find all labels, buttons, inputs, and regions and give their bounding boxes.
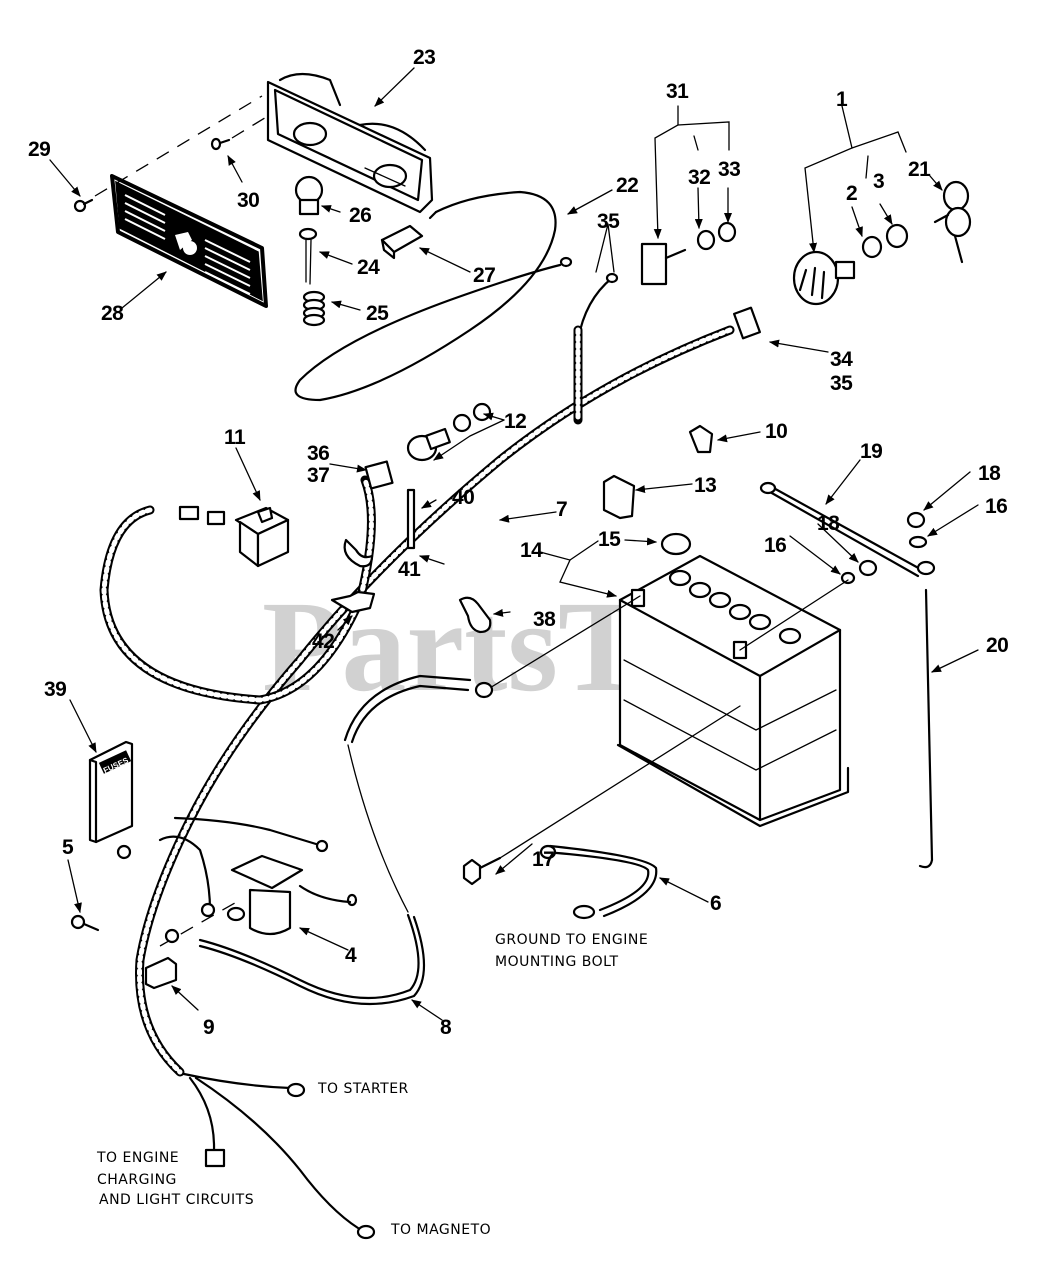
note-ground-line1: GROUND TO ENGINE xyxy=(495,932,648,948)
callout-8[interactable]: 8 xyxy=(440,1016,453,1039)
part-14-battery[interactable] xyxy=(616,554,850,828)
part-2-washer[interactable] xyxy=(861,235,883,259)
part-20-rod[interactable] xyxy=(918,588,934,869)
callout-40[interactable]: 40 xyxy=(452,486,475,509)
callout-41[interactable]: 41 xyxy=(398,558,422,581)
callout-12[interactable]: 12 xyxy=(504,410,527,433)
callout-18-right[interactable]: 18 xyxy=(978,462,1002,485)
callout-30[interactable]: 30 xyxy=(237,189,260,212)
part-27-connector[interactable] xyxy=(380,224,424,260)
callout-1[interactable]: 1 xyxy=(836,88,849,111)
part-36-37-connector[interactable] xyxy=(364,460,394,490)
note-ground-line2: MOUNTING BOLT xyxy=(495,954,619,970)
callout-37[interactable]: 37 xyxy=(307,464,330,487)
part-8-cable[interactable] xyxy=(198,674,494,1006)
callout-16-left[interactable]: 16 xyxy=(764,534,787,557)
part-18-nut-left[interactable] xyxy=(858,559,878,577)
callout-34[interactable]: 34 xyxy=(830,348,854,371)
part-15-cap[interactable] xyxy=(660,532,692,556)
note-to-magneto: TO MAGNETO xyxy=(390,1222,491,1238)
part-31-toggle-switch[interactable] xyxy=(640,242,687,286)
callout-3[interactable]: 3 xyxy=(873,170,885,193)
part-28-grille[interactable] xyxy=(110,174,268,308)
part-29-screw[interactable] xyxy=(73,198,94,213)
callout-24[interactable]: 24 xyxy=(357,256,381,279)
callout-25[interactable]: 25 xyxy=(366,302,390,325)
callout-35-bottom[interactable]: 35 xyxy=(830,372,854,395)
part-1-ignition-switch[interactable] xyxy=(792,250,856,306)
part-16-washer-right[interactable] xyxy=(908,535,928,549)
callout-22[interactable]: 22 xyxy=(616,174,639,197)
part-42-clamp[interactable] xyxy=(330,590,376,614)
part-32-washer[interactable] xyxy=(696,229,716,251)
callout-26[interactable]: 26 xyxy=(349,204,372,227)
part-13-clip[interactable] xyxy=(602,474,636,520)
callout-9[interactable]: 9 xyxy=(203,1016,215,1039)
callout-21[interactable]: 21 xyxy=(908,158,932,181)
part-9-clip[interactable] xyxy=(144,956,178,990)
callout-32[interactable]: 32 xyxy=(688,166,711,189)
part-23-light-housing[interactable] xyxy=(266,72,434,214)
callout-38[interactable]: 38 xyxy=(533,608,557,631)
callout-39[interactable]: 39 xyxy=(44,678,67,701)
callout-4[interactable]: 4 xyxy=(345,944,358,967)
callout-10[interactable]: 10 xyxy=(765,420,788,443)
part-18-nut-right[interactable] xyxy=(906,511,926,529)
callout-23[interactable]: 23 xyxy=(413,46,436,69)
part-12-switch[interactable] xyxy=(406,402,492,462)
note-to-starter: TO STARTER xyxy=(317,1081,409,1097)
part-6-ground-cable[interactable] xyxy=(539,844,658,920)
callout-36[interactable]: 36 xyxy=(307,442,330,465)
part-19-hold-down-bar[interactable] xyxy=(759,481,936,578)
callout-17[interactable]: 17 xyxy=(532,848,555,871)
part-34-connector[interactable] xyxy=(732,306,762,340)
callout-20[interactable]: 20 xyxy=(986,634,1009,657)
callout-18-left[interactable]: 18 xyxy=(817,512,841,535)
part-26-bulb[interactable] xyxy=(294,175,324,216)
part-7-main-harness[interactable] xyxy=(99,325,735,1077)
part-22-wire[interactable] xyxy=(294,190,562,402)
part-11-rocker-switch[interactable] xyxy=(234,506,290,568)
part-21-keys[interactable] xyxy=(933,180,972,264)
part-24-socket[interactable] xyxy=(298,227,318,285)
callout-33[interactable]: 33 xyxy=(718,158,741,181)
callout-31[interactable]: 31 xyxy=(666,80,690,103)
part-3-nut[interactable] xyxy=(885,223,909,249)
part-38-boot[interactable] xyxy=(458,596,492,634)
annotation-notes: GROUND TO ENGINE MOUNTING BOLT TO STARTE… xyxy=(96,932,648,1238)
part-10-clip[interactable] xyxy=(688,424,714,454)
callout-15[interactable]: 15 xyxy=(598,528,622,551)
part-25-spring[interactable] xyxy=(302,290,326,327)
callout-35-top[interactable]: 35 xyxy=(597,210,621,233)
part-41-clip[interactable] xyxy=(343,538,374,568)
part-33-nut[interactable] xyxy=(717,221,737,243)
callout-numbers: 23 29 30 26 24 25 27 28 22 35 31 32 33 1… xyxy=(28,46,1009,1039)
callout-19[interactable]: 19 xyxy=(860,440,883,463)
part-16-washer-left[interactable] xyxy=(840,571,856,585)
callout-13[interactable]: 13 xyxy=(694,474,717,497)
callout-6[interactable]: 6 xyxy=(710,892,722,915)
callout-27[interactable]: 27 xyxy=(473,264,496,287)
callout-28[interactable]: 28 xyxy=(101,302,125,325)
part-4-solenoid[interactable] xyxy=(226,839,358,936)
callout-14[interactable]: 14 xyxy=(520,539,544,562)
part-5-screw[interactable] xyxy=(70,914,100,932)
callout-42[interactable]: 42 xyxy=(312,630,335,653)
part-39-fuse-pack[interactable]: FUSES xyxy=(88,740,134,844)
note-engine-line2: CHARGING xyxy=(97,1172,177,1188)
note-engine-line3: AND LIGHT CIRCUITS xyxy=(99,1192,254,1208)
callout-7[interactable]: 7 xyxy=(556,498,568,521)
callout-5[interactable]: 5 xyxy=(62,836,75,859)
part-40-tie[interactable] xyxy=(406,488,416,550)
callout-2[interactable]: 2 xyxy=(846,182,858,205)
callout-29[interactable]: 29 xyxy=(28,138,51,161)
part-17-bolt[interactable] xyxy=(462,856,502,886)
callout-11[interactable]: 11 xyxy=(224,426,247,449)
callout-16-right[interactable]: 16 xyxy=(985,495,1008,518)
part-30-pin[interactable] xyxy=(210,137,231,151)
note-engine-line1: TO ENGINE xyxy=(96,1150,179,1166)
leader-lines xyxy=(49,67,979,1021)
